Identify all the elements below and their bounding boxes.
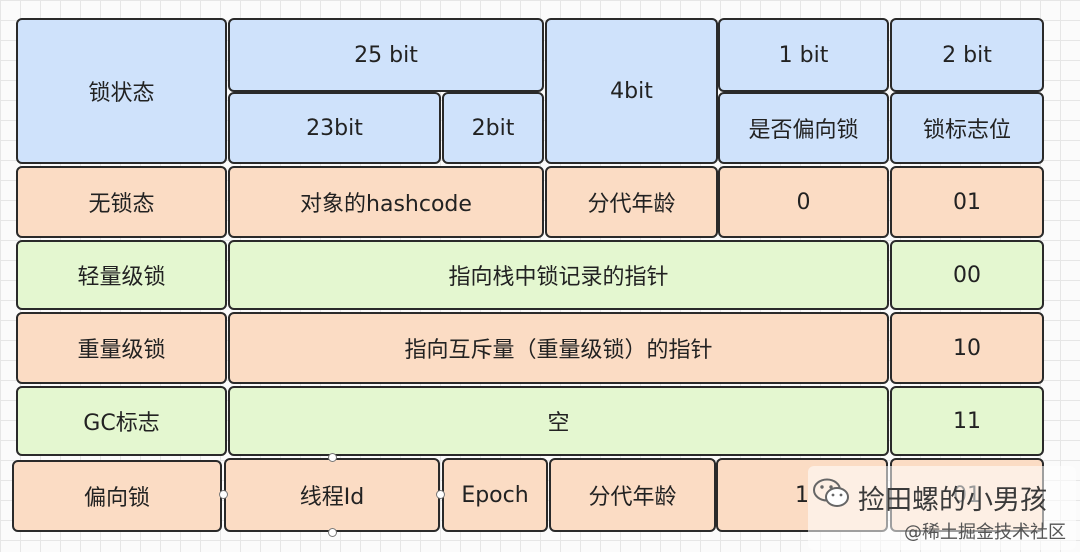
row-heavyweight-content: 指向互斥量（重量级锁）的指针 [228,312,889,384]
header-4bit-label: 4bit [610,78,653,104]
resize-handle-bottom[interactable] [328,528,337,537]
header-lock-state-label: 锁状态 [88,81,155,106]
row-unlocked-hashcode: 对象的hashcode [228,166,544,238]
header-lock-state: 锁状态 [16,18,227,164]
row-unlocked-age-text: 分代年龄 [587,192,676,217]
row-unlocked-flag-text: 01 [953,189,981,215]
row-unlocked-hashcode-text: 对象的hashcode [300,192,472,217]
row-gc-label: GC标志 [16,386,227,456]
row-lightweight-content: 指向栈中锁记录的指针 [228,240,889,310]
watermark-name: 捡田螺的小男孩 [858,485,1047,516]
wechat-icon [812,476,850,510]
row-heavyweight-content-text: 指向互斥量（重量级锁）的指针 [404,338,713,363]
row-biased-label: 偏向锁 [12,460,222,532]
row-unlocked-biased: 0 [718,166,889,238]
row-biased-age: 分代年龄 [549,458,716,532]
row-biased-thread-text: 线程Id [299,485,365,510]
row-gc-flag-text: 11 [953,408,981,434]
row-biased-biased-text: 1 [795,482,809,508]
header-2bit-b-label: 2 bit [942,42,992,68]
row-gc-flag: 11 [890,386,1044,456]
header-lock-flag: 锁标志位 [890,92,1044,164]
resize-handle-top[interactable] [328,453,337,462]
header-2bit-b: 2 bit [890,18,1044,92]
row-heavyweight-flag-text: 10 [953,335,981,361]
row-heavyweight-label-text: 重量级锁 [77,338,166,363]
row-biased-epoch-text: Epoch [461,482,529,508]
resize-handle-left[interactable] [219,490,228,499]
row-gc-label-text: GC标志 [83,411,160,436]
row-lightweight-flag-text: 00 [953,262,981,288]
header-2bit: 2bit [442,92,544,164]
row-unlocked-flag: 01 [890,166,1044,238]
row-heavyweight-flag: 10 [890,312,1044,384]
row-unlocked-label-text: 无锁态 [88,192,155,217]
row-lightweight-label: 轻量级锁 [16,240,227,310]
header-4bit: 4bit [545,18,718,164]
watermark-backdrop [808,466,1076,550]
watermark-site: @稀土掘金技术社区 [904,522,1066,543]
row-biased-epoch: Epoch [442,458,548,532]
row-gc-content: 空 [228,386,889,456]
row-lightweight-label-text: 轻量级锁 [77,265,166,290]
row-unlocked-label: 无锁态 [16,166,227,238]
header-25bit-label: 25 bit [354,42,418,68]
header-lock-flag-label: 锁标志位 [922,118,1011,143]
header-23bit-label: 23bit [306,115,363,141]
header-biased-flag: 是否偏向锁 [718,92,889,164]
row-lightweight-flag: 00 [890,240,1044,310]
header-2bit-label: 2bit [471,115,515,141]
header-23bit: 23bit [228,92,441,164]
row-gc-content-text: 空 [547,411,570,436]
header-25bit: 25 bit [228,18,544,92]
row-unlocked-biased-text: 0 [796,189,811,215]
row-biased-thread[interactable]: 线程Id [224,458,440,532]
resize-handle-right[interactable] [436,490,445,499]
row-biased-age-text: 分代年龄 [588,485,677,510]
row-unlocked-age: 分代年龄 [545,166,718,238]
header-1bit: 1 bit [718,18,889,92]
row-heavyweight-label: 重量级锁 [16,312,227,384]
row-biased-label-text: 偏向锁 [83,486,150,511]
row-lightweight-content-text: 指向栈中锁记录的指针 [448,265,669,290]
header-1bit-label: 1 bit [778,42,829,68]
header-biased-flag-label: 是否偏向锁 [748,118,859,143]
